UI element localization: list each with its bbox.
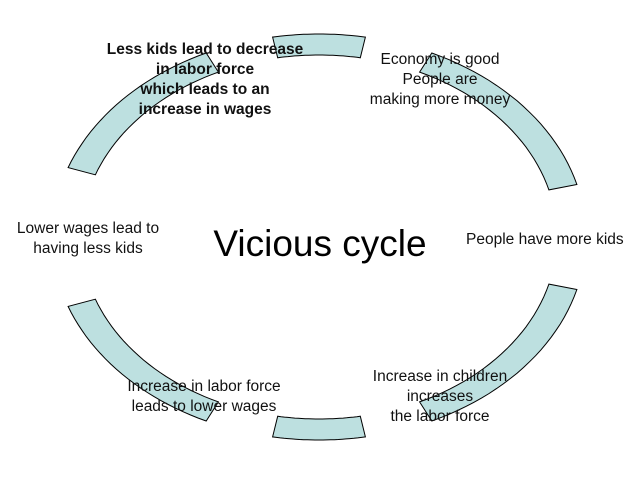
arc-segment-top-right [418, 52, 578, 191]
stage-label-top-right: Economy is good People are making more m… [369, 51, 511, 108]
arc-segment-bottom-right [418, 283, 578, 422]
arc-segment-bottom [271, 415, 367, 441]
arc-segment-bottom-left [67, 298, 220, 422]
arc-segment-top-left [67, 52, 220, 176]
diagram-title: Vicious cycle [213, 223, 427, 264]
stage-label-right: People have more kids [466, 231, 624, 248]
arc-segment-top [271, 33, 367, 59]
stage-label-bottom-right: Increase in children increases the labor… [372, 368, 508, 425]
stage-label-top-left: Less kids lead to decrease in labor forc… [106, 41, 304, 118]
stage-label-left: Lower wages lead to having less kids [16, 220, 160, 257]
stage-label-bottom-left: Increase in labor force leads to lower w… [127, 378, 281, 415]
